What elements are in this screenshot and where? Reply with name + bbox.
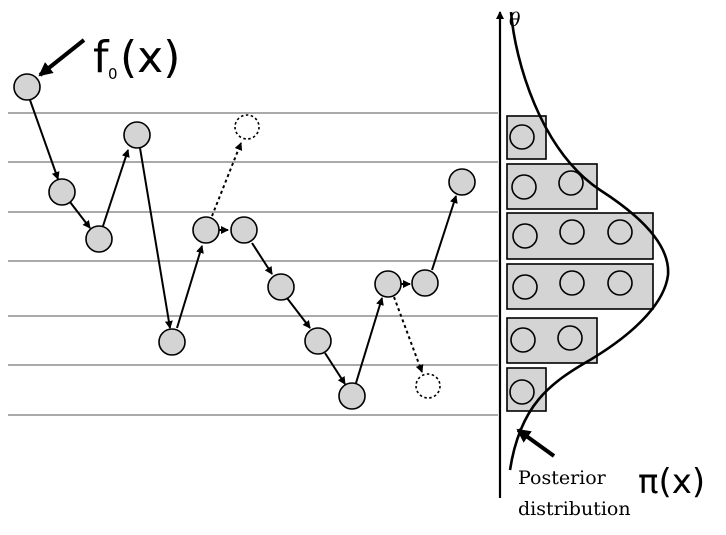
chain-node bbox=[158, 328, 186, 356]
rejected-edge bbox=[393, 296, 424, 373]
bin-sample bbox=[509, 124, 535, 150]
bin-sample bbox=[607, 219, 633, 245]
rejected-edges bbox=[211, 142, 424, 373]
chain-edge bbox=[355, 297, 384, 384]
chain-edge bbox=[69, 201, 91, 229]
chain-edge bbox=[29, 99, 60, 180]
chain-node bbox=[267, 273, 295, 301]
bin-sample bbox=[558, 170, 584, 196]
pi-label: π(x) bbox=[638, 462, 705, 502]
rejected-node bbox=[415, 373, 441, 399]
chain-node bbox=[374, 270, 402, 298]
chain-node bbox=[13, 73, 41, 101]
chain-node bbox=[123, 121, 151, 149]
histogram-bin bbox=[506, 367, 547, 412]
bin-sample bbox=[559, 270, 585, 296]
chain-node bbox=[448, 168, 476, 196]
posterior-curve bbox=[508, 11, 670, 471]
theta-axis-label: θ bbox=[509, 9, 521, 31]
bin-sample bbox=[512, 274, 538, 300]
histogram-bin bbox=[506, 317, 598, 364]
bin-sample bbox=[512, 223, 538, 249]
chain-node bbox=[230, 216, 258, 244]
f0-label-subscript: 0 bbox=[108, 65, 118, 83]
chain-node bbox=[48, 178, 76, 206]
bin-sample bbox=[559, 219, 585, 245]
chain-node bbox=[304, 327, 332, 355]
chain-edge bbox=[286, 297, 311, 329]
chain-edges bbox=[29, 99, 458, 385]
chain-edge bbox=[324, 352, 346, 385]
bin-sample bbox=[607, 270, 633, 296]
rejected-node bbox=[234, 114, 260, 140]
histogram-bin bbox=[506, 263, 654, 310]
chain-edge bbox=[431, 195, 458, 271]
histogram-bin bbox=[506, 212, 654, 260]
f0-label-arg: (x) bbox=[120, 32, 180, 83]
posterior-pointer-arrow bbox=[516, 428, 556, 458]
chain-edge bbox=[102, 149, 130, 227]
histogram-bin bbox=[506, 163, 598, 210]
histogram bbox=[506, 115, 654, 412]
rejected-nodes bbox=[234, 114, 441, 399]
chain-edge bbox=[139, 147, 173, 329]
chain-node bbox=[338, 382, 366, 410]
posterior-label-line1: Posterior bbox=[518, 467, 607, 489]
chain-nodes bbox=[13, 73, 476, 410]
f0-label-main: f bbox=[93, 32, 110, 83]
bin-sample bbox=[510, 327, 536, 353]
bin-gridlines bbox=[8, 112, 498, 416]
posterior-label-line2: distribution bbox=[518, 498, 631, 520]
f0-pointer-arrow bbox=[38, 38, 86, 77]
bin-sample bbox=[511, 174, 537, 200]
chain-node bbox=[192, 216, 220, 244]
chain-edge bbox=[251, 242, 273, 275]
histogram-bin bbox=[506, 115, 547, 160]
chain-node bbox=[411, 269, 439, 297]
chain-node bbox=[85, 225, 113, 253]
rejected-edge bbox=[211, 142, 243, 217]
bin-sample bbox=[509, 379, 535, 405]
chain-edge bbox=[176, 245, 204, 329]
bin-sample bbox=[557, 325, 583, 351]
